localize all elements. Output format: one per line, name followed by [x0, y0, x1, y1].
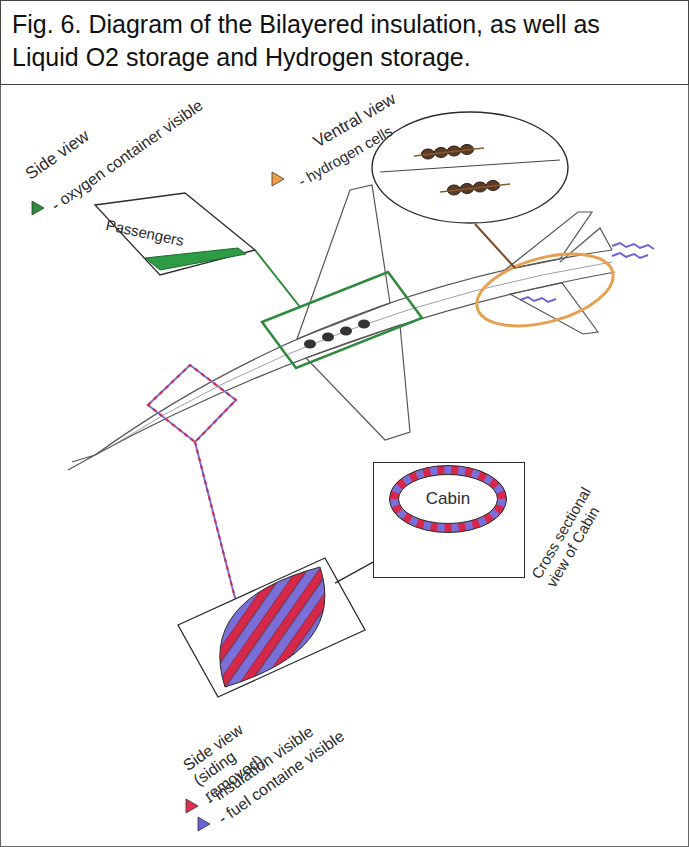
cabin-oval: Cabin [389, 465, 507, 533]
insulation-view-box: Side view (siding removed)- insulation v… [175, 555, 335, 700]
cross-section-box: Cross sectional view of CabinCabin [373, 462, 525, 578]
oxygen-highlight [255, 250, 422, 368]
legend-triangles [32, 172, 284, 831]
insulation-highlight [148, 365, 236, 598]
side-view-box: Side view- oxygen container visiblePasse… [90, 190, 260, 280]
airplane-sketch [68, 185, 615, 470]
connector-line [335, 562, 373, 583]
engine-exhaust [520, 243, 654, 302]
ventral-view-ellipse: Ventral view- hydrogen cells [370, 110, 570, 225]
hydrogen-highlight [469, 224, 621, 339]
compartment-label: Cabin [389, 465, 507, 533]
caption-frame [1, 1, 689, 85]
bottom-outline [175, 555, 335, 700]
ventral-outline [370, 110, 570, 225]
figure-title: Fig. 6. Diagram of the Bilayered insulat… [12, 8, 637, 73]
